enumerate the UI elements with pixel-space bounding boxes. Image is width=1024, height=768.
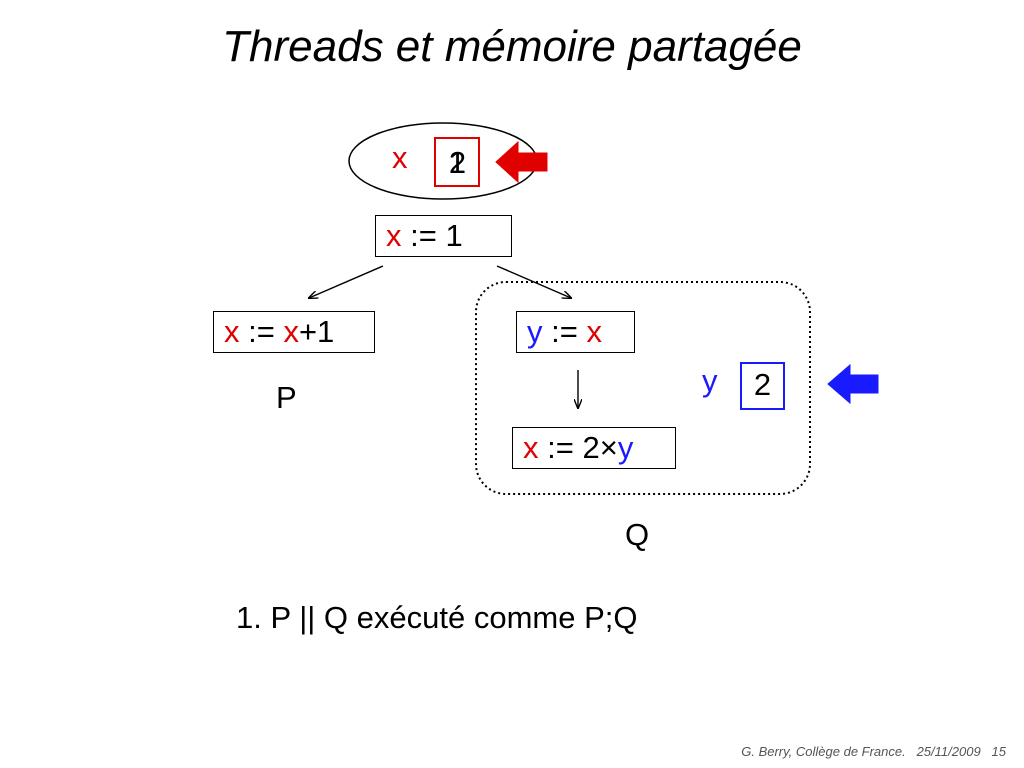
caption: 1. P || Q exécuté comme P;Q — [236, 600, 638, 635]
footer: G. Berry, Collège de France. 25/11/2009 … — [741, 744, 1006, 759]
label-q: Q — [625, 517, 650, 552]
memory-x-value-old: 1 — [448, 145, 466, 180]
arrow-root-to-p — [309, 265, 384, 298]
arrow-left-icon-blue — [827, 363, 879, 405]
stmt-q1: y := x — [516, 311, 635, 353]
stmt-p: x := x+1 — [213, 311, 375, 353]
footer-page: 15 — [991, 744, 1006, 759]
memory-y-cell: 2 — [740, 362, 785, 410]
stmt-q2: x := 2×y — [512, 427, 676, 469]
memory-y-name: y — [702, 363, 718, 398]
memory-x-name: x — [392, 140, 408, 175]
arrow-root-to-q — [496, 265, 571, 298]
memory-x-cell: 1 2 — [434, 137, 480, 187]
thread-q-box — [475, 281, 811, 495]
label-p: P — [276, 380, 297, 415]
slide-title: Threads et mémoire partagée — [222, 22, 802, 71]
memory-x-value-new: 2 — [448, 145, 467, 180]
arrow-left-icon-red — [495, 140, 548, 184]
stmt-root: x := 1 — [375, 215, 512, 257]
footer-author: G. Berry, Collège de France. — [741, 744, 906, 759]
footer-date: 25/11/2009 — [916, 744, 981, 759]
